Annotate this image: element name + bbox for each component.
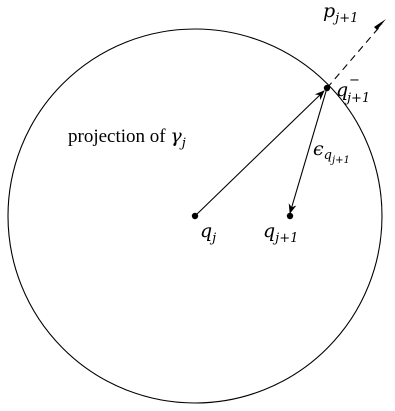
dashed-ray-arrowhead: [374, 19, 386, 30]
label-q-minus-base: q: [336, 79, 348, 101]
boundary-circle: [7, 28, 383, 404]
label-q-j-base: q: [200, 220, 212, 242]
label-q-minus: q: [336, 79, 348, 101]
label-p-next-base: p: [323, 0, 335, 22]
label-q-minus-sub: j+1: [344, 91, 370, 106]
projection-arrow: [194, 90, 325, 217]
label-q-next-base: q: [263, 220, 275, 242]
label-p-next: pj+1: [323, 0, 358, 26]
label-q-next-sub: j+1: [272, 231, 298, 246]
point-q-minus: [323, 84, 331, 92]
dashed-ray: [326, 23, 383, 89]
point-q-next: [286, 212, 294, 220]
label-epsilon-subsub: j+1: [330, 155, 350, 166]
label-p-next-sub: j+1: [332, 11, 358, 26]
label-projection-text: projection of: [68, 126, 170, 147]
label-epsilon-base: ϵ: [313, 138, 324, 160]
label-q-j: qj: [200, 220, 216, 246]
label-q-next: qj+1: [263, 220, 298, 246]
label-gamma-sub: j: [179, 136, 186, 151]
label-epsilon: ϵqj+1: [313, 138, 350, 166]
label-q-minus-sup: −: [349, 73, 360, 88]
label-q-j-sub: j: [209, 231, 216, 246]
epsilon-arrow: [288, 87, 328, 214]
label-projection: projection of γj: [68, 125, 186, 151]
label-epsilon-sub: q: [324, 148, 332, 163]
label-gamma-base: γ: [170, 125, 182, 147]
point-q-j: [191, 212, 199, 220]
